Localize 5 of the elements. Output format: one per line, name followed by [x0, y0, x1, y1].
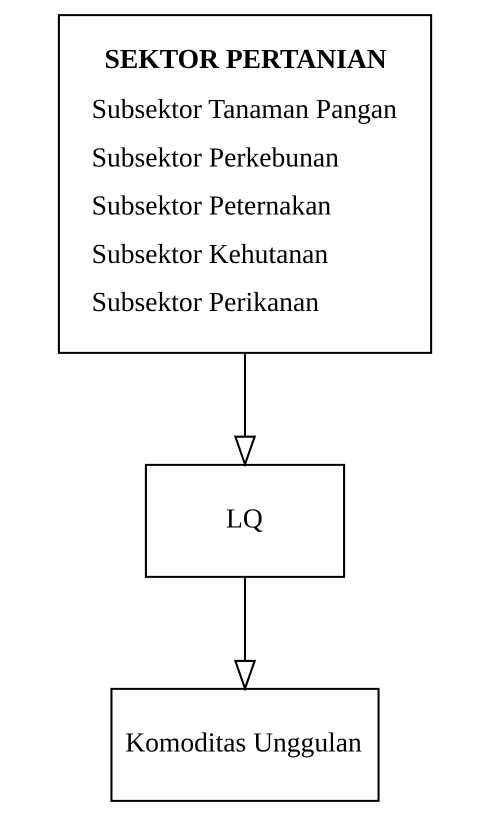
arrow	[234, 352, 256, 468]
node-box: LQ	[144, 464, 346, 578]
arrow	[234, 577, 256, 692]
node-box: Komoditas Unggulan	[110, 688, 380, 802]
node-box: SEKTOR PERTANIAN Subsektor Tanaman Pangan Subsektor Perkebunan Subsektor Peternakan Subsektor Kehutanan Subsektor Perikanan	[58, 14, 432, 354]
